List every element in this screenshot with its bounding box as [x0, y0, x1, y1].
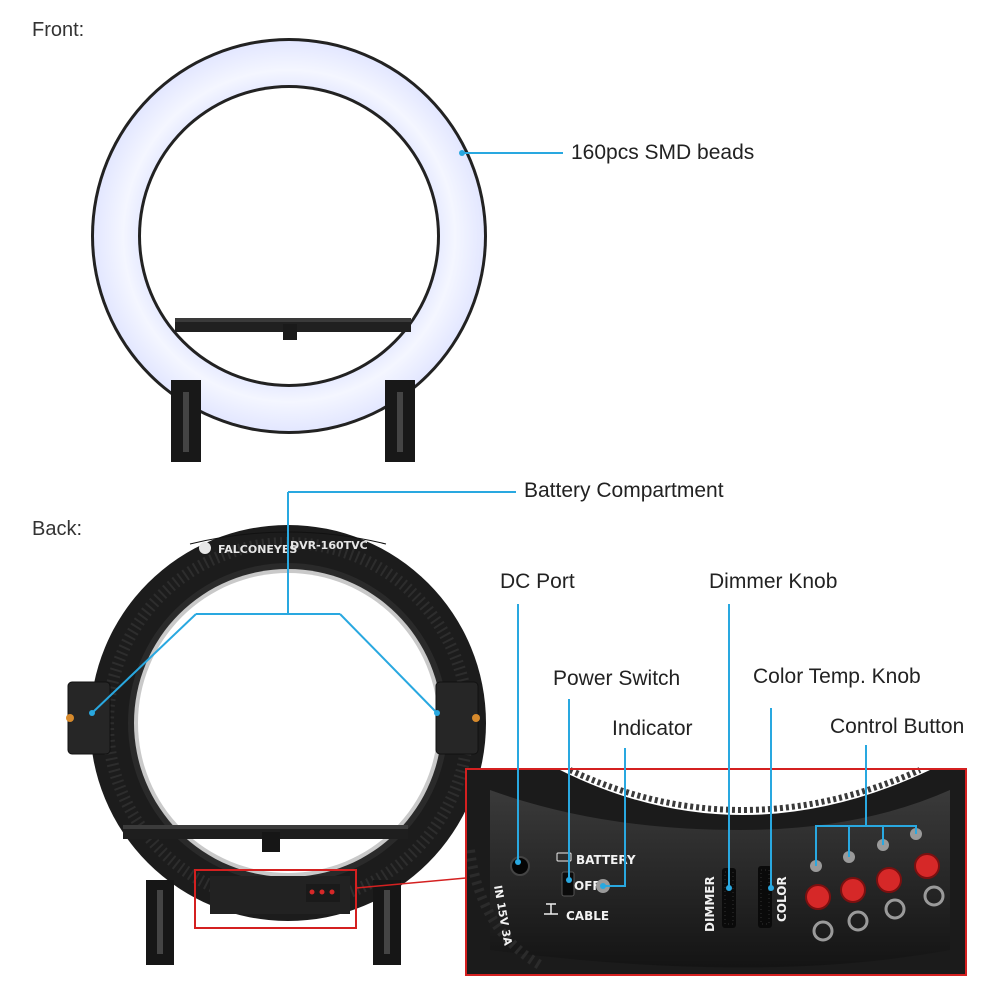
color-text: COLOR: [775, 876, 789, 922]
model-text: DVR-160TVC: [290, 539, 368, 552]
dimmer-text: DIMMER: [703, 876, 717, 932]
dc-port-label: DC Port: [500, 570, 575, 593]
back-section-title: Back:: [32, 518, 83, 540]
back-ring-body: FALCONEYES DVR-160TVC: [66, 525, 486, 965]
battery-text: BATTERY: [576, 853, 636, 867]
front-section-title: Front:: [32, 19, 85, 41]
dimmer-knob-label: Dimmer Knob: [709, 570, 838, 593]
indicator-label: Indicator: [612, 717, 693, 740]
color-temp-knob-label: Color Temp. Knob: [753, 665, 921, 688]
control-panel-detail: IN 15V 3A BATTERY OFF CABLE DIMMER COLOR: [465, 767, 966, 975]
power-switch-label: Power Switch: [553, 667, 681, 690]
battery-compartment-label: Battery Compartment: [524, 479, 724, 502]
detail-connector-line: [355, 877, 467, 889]
detail-selector-frame: [194, 869, 357, 929]
smd-beads-label: 160pcs SMD beads: [571, 141, 755, 164]
smd-beads-callout-dot: [459, 150, 465, 156]
control-button-label: Control Button: [830, 715, 965, 738]
brand-text: FALCONEYES: [218, 543, 297, 556]
front-ring-light: [91, 38, 487, 462]
off-text: OFF: [574, 879, 601, 893]
cable-text: CABLE: [566, 909, 609, 923]
detail-callout-lines: [515, 604, 917, 891]
battery-compartment-callout: [89, 491, 516, 716]
detail-zoom-frame: [465, 768, 967, 976]
